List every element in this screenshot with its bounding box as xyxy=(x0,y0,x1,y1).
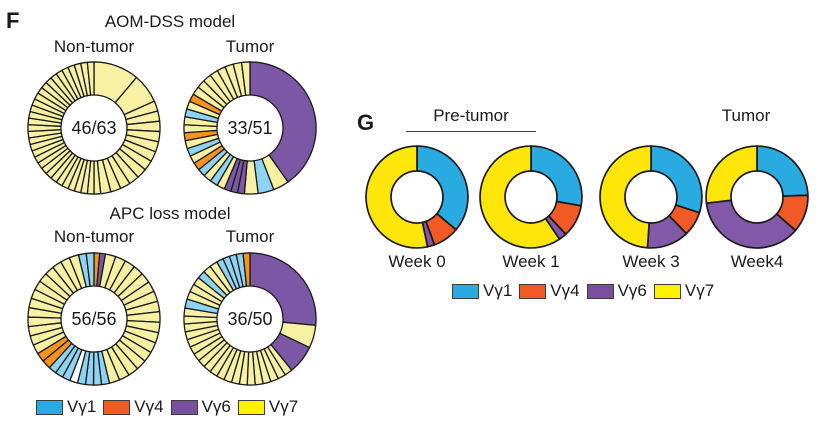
legend-entry-vg7: Vγ7 xyxy=(237,397,299,417)
donut-week3-chart xyxy=(597,143,705,251)
donut-week0 xyxy=(363,143,471,251)
donut-apc-tumor-count: 36/50 xyxy=(227,308,273,329)
donut-aom-tumor-count: 33/51 xyxy=(227,117,273,138)
week4-label: Week4 xyxy=(730,252,784,271)
vg1-swatch-icon xyxy=(452,283,479,299)
donut-apc-tumor-chart xyxy=(180,249,320,389)
legend-entry-vg4: Vγ4 xyxy=(103,397,164,417)
donut-apc-nontumor-label: Non-tumor xyxy=(53,227,135,246)
donut-aom-nontumor-count: 46/63 xyxy=(71,117,117,138)
week3-label: Week 3 xyxy=(622,252,680,271)
donut-aom-tumor-label: Tumor xyxy=(225,37,275,56)
donut-week0-chart xyxy=(363,143,471,251)
legend-entry-vg7: Vγ7 xyxy=(653,281,715,301)
apc-loss-model-title: APC loss model xyxy=(109,204,231,223)
pretumor-group-header: Pre-tumor xyxy=(406,106,536,132)
legend-entry-vg4: Vγ4 xyxy=(519,281,580,301)
vg6-swatch-icon xyxy=(586,283,614,299)
week1-label: Week 1 xyxy=(502,252,560,271)
donut-apc-tumor: 36/50 xyxy=(180,249,320,389)
donut-week1 xyxy=(477,143,585,251)
donut-aom-nontumor: 46/63 xyxy=(24,58,164,198)
vg4-swatch-icon xyxy=(103,399,131,415)
donut-week4 xyxy=(703,143,811,251)
vg4-swatch-icon xyxy=(519,283,547,299)
donut-aom-tumor-chart xyxy=(180,58,320,198)
donut-apc-tumor-label: Tumor xyxy=(225,227,275,246)
vg1-legend-label: Vγ1 xyxy=(483,281,513,300)
panel-g-legend: Vγ1 Vγ4 Vγ6 Vγ7 xyxy=(452,281,721,301)
vg4-legend-label: Vγ4 xyxy=(134,397,164,416)
panel-f-letter: F xyxy=(6,8,20,33)
legend-entry-vg1: Vγ1 xyxy=(36,397,96,417)
legend-entry-vg1: Vγ1 xyxy=(452,281,512,301)
donut-week1-chart xyxy=(477,143,585,251)
vg1-legend-label: Vγ1 xyxy=(67,397,97,416)
donut-aom-nontumor-chart xyxy=(24,58,164,198)
legend-entry-vg6: Vγ6 xyxy=(586,281,647,301)
donut-week4-chart xyxy=(703,143,811,251)
vg1-swatch-icon xyxy=(36,399,63,415)
panel-g-letter: G xyxy=(357,110,375,135)
vg7-legend-label: Vγ7 xyxy=(268,397,299,416)
vg4-legend-label: Vγ4 xyxy=(550,281,580,300)
donut-aom-nontumor-label: Non-tumor xyxy=(53,37,135,56)
donut-apc-nontumor: 56/56 xyxy=(24,249,164,389)
panel-f-legend: Vγ1 Vγ4 Vγ6 Vγ7 xyxy=(36,397,305,417)
vg7-swatch-icon xyxy=(653,283,681,299)
vg7-swatch-icon xyxy=(237,399,265,415)
donut-week3 xyxy=(597,143,705,251)
aom-dss-model-title: AOM-DSS model xyxy=(104,12,236,31)
legend-entry-vg6: Vγ6 xyxy=(170,397,231,417)
tumor-group-header: Tumor xyxy=(721,106,771,125)
week0-label: Week 0 xyxy=(388,252,446,271)
vg6-swatch-icon xyxy=(170,399,198,415)
vg7-legend-label: Vγ7 xyxy=(684,281,715,300)
vg6-legend-label: Vγ6 xyxy=(617,281,647,300)
vg6-legend-label: Vγ6 xyxy=(201,397,231,416)
donut-apc-nontumor-chart xyxy=(24,249,164,389)
donut-aom-tumor: 33/51 xyxy=(180,58,320,198)
donut-apc-nontumor-count: 56/56 xyxy=(71,308,117,329)
